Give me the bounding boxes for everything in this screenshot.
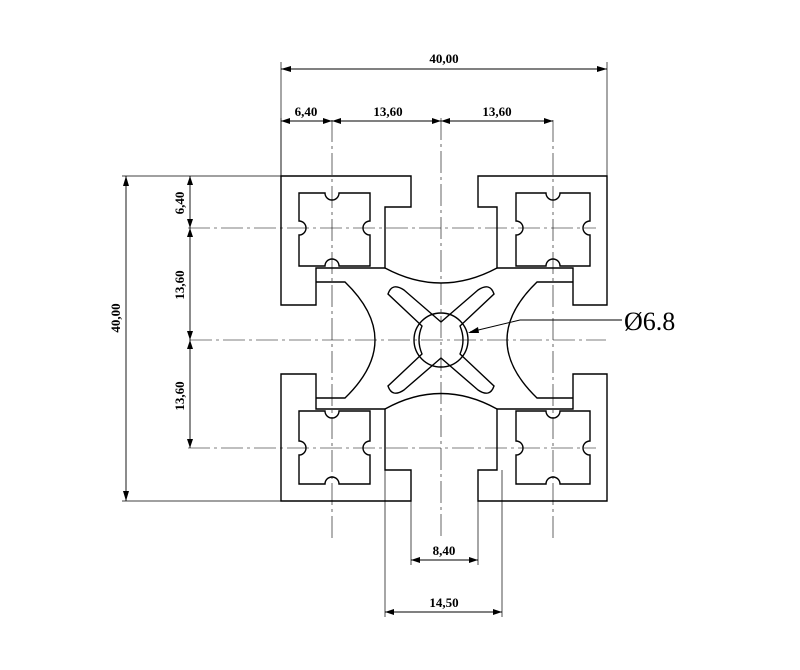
dimension-lines (123, 66, 622, 615)
bore-diameter-label: Ø6.8 (624, 307, 675, 336)
left-dim-2-label: 13,60 (172, 270, 187, 299)
dimension-labels: 40,00 6,40 13,60 13,60 40,00 6,40 13,60 … (108, 51, 675, 610)
extension-lines (122, 62, 608, 617)
cavity-top-right (515, 192, 591, 267)
slot-width-label: 8,40 (433, 543, 456, 558)
overall-height-label: 40,00 (108, 303, 123, 332)
slot-opening-label: 14,50 (429, 595, 458, 610)
top-dim-1-label: 6,40 (295, 104, 318, 119)
cavity-bottom-left (298, 410, 371, 485)
cavity-bottom-right (515, 410, 591, 485)
core-arcs (316, 267, 573, 410)
top-dim-3-label: 13,60 (482, 104, 511, 119)
left-dim-1-label: 6,40 (172, 192, 187, 215)
top-dim-2-label: 13,60 (373, 104, 402, 119)
center-lines (188, 118, 606, 540)
corner-cavities (298, 192, 591, 485)
left-dim-3-label: 13,60 (172, 381, 187, 410)
profile-outline (280, 175, 608, 502)
center-core (387, 286, 495, 394)
center-bore (413, 312, 469, 368)
overall-width-label: 40,00 (429, 51, 458, 66)
cavity-top-left (298, 192, 371, 267)
